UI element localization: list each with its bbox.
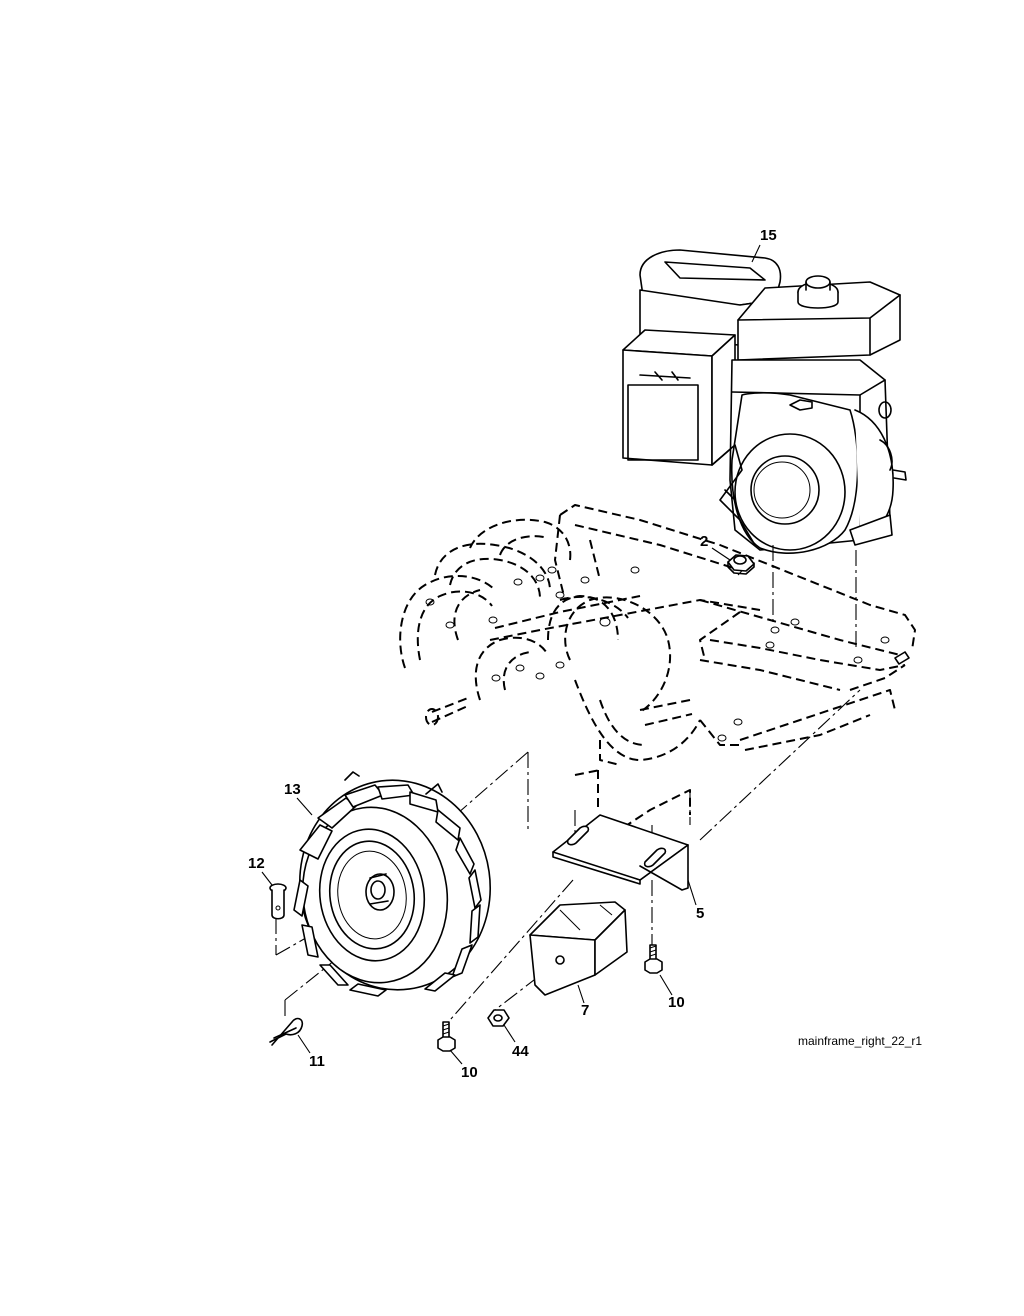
tiller-frame-outline — [399, 504, 916, 836]
leader-lines — [261, 244, 761, 1065]
weight — [529, 901, 628, 996]
callout-11: 11 — [309, 1053, 325, 1070]
callout-15: 15 — [760, 227, 777, 244]
callout-13: 13 — [284, 781, 301, 798]
engine — [622, 249, 907, 554]
nut — [727, 554, 755, 575]
callout-2: 2 — [700, 533, 708, 550]
callout-10-right: 10 — [668, 994, 685, 1011]
callout-10-left: 10 — [461, 1064, 478, 1081]
bracket — [552, 814, 689, 891]
callout-44: 44 — [512, 1043, 529, 1060]
callout-labels: 15 2 13 12 5 10 7 44 10 11 mainframe_rig… — [248, 227, 922, 1081]
callout-12: 12 — [248, 855, 265, 872]
hairpin-clip — [269, 1017, 304, 1046]
figure-id: mainframe_right_22_r1 — [798, 1034, 922, 1048]
bolt-left — [437, 1021, 456, 1052]
clevis-pin — [269, 883, 287, 920]
wheel — [293, 771, 492, 997]
nut-44 — [487, 1009, 510, 1027]
callout-7: 7 — [581, 1002, 589, 1019]
bolt-right — [644, 944, 663, 974]
callout-5: 5 — [696, 905, 704, 922]
